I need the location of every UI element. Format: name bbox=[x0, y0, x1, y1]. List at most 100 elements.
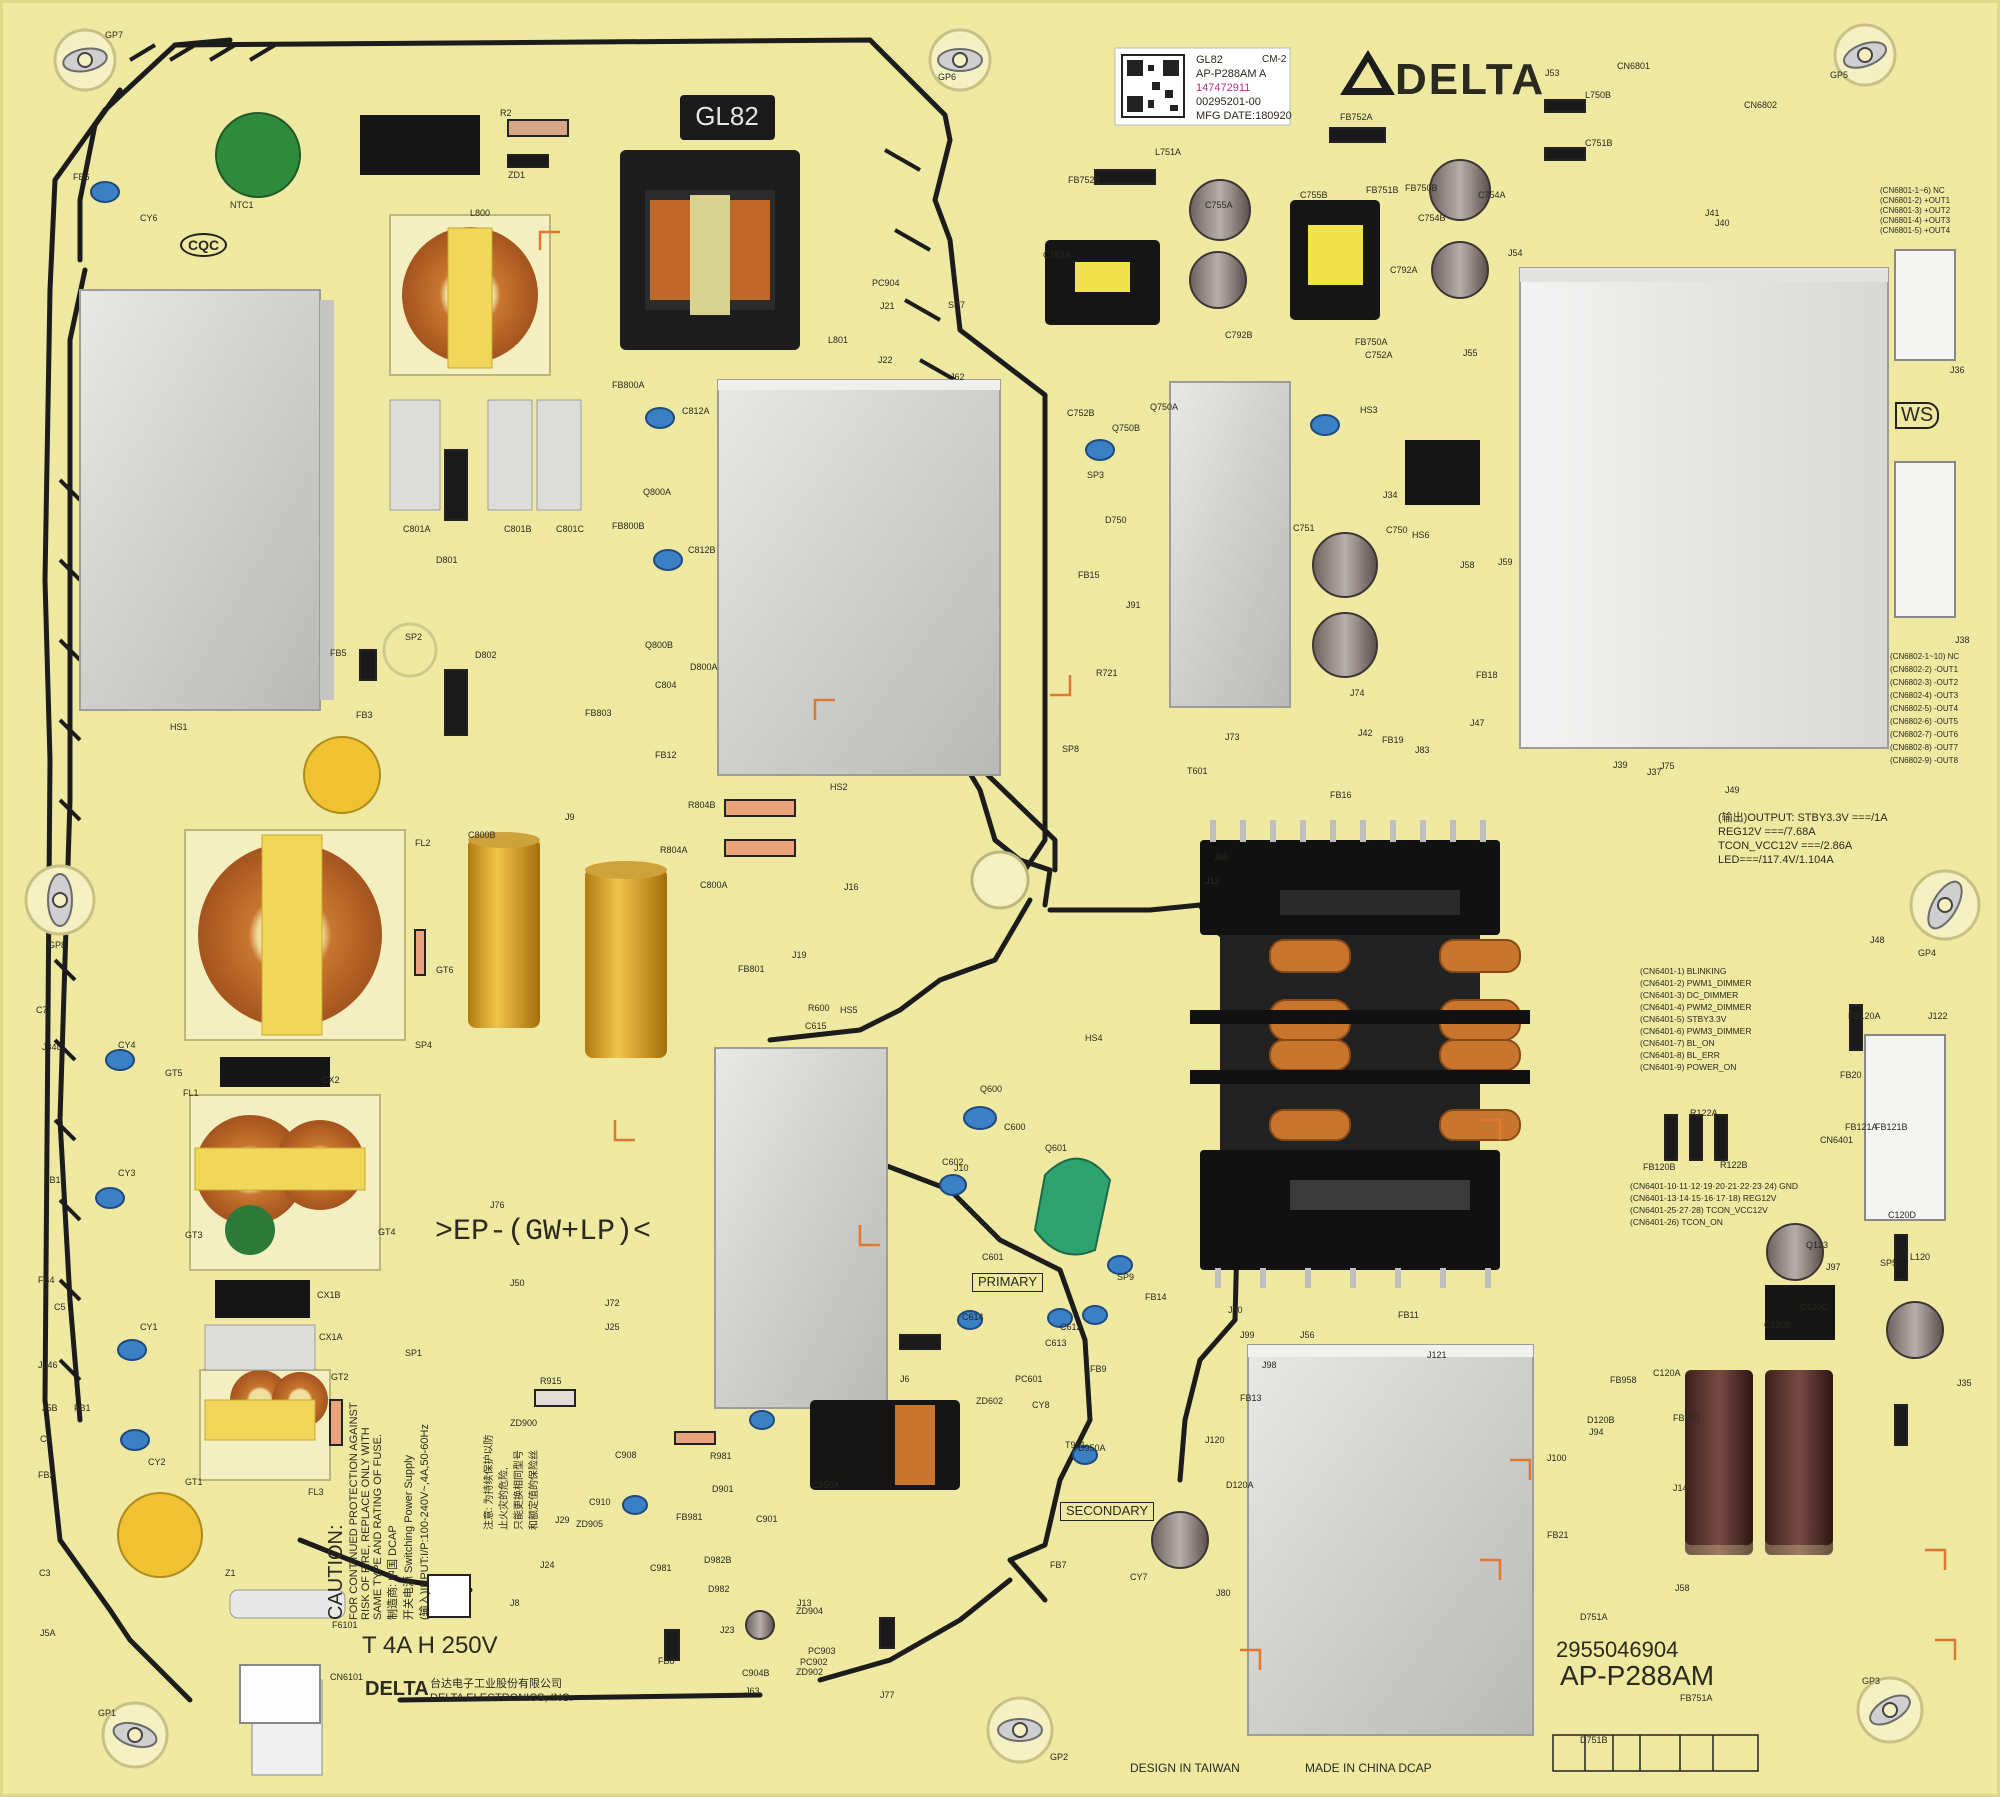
output-spec-line: TCON_VCC12V ===/2.86A bbox=[1718, 840, 1853, 852]
cn6401-pin: (CN6401-5) STBY3.3V bbox=[1640, 1014, 1727, 1024]
refdes-label: SP7 bbox=[948, 300, 966, 310]
cn6401-pin: (CN6401-4) PWM2_DIMMER bbox=[1640, 1002, 1752, 1012]
refdes-label: J75 bbox=[1660, 761, 1675, 771]
cn6802-pin: (CN6802-1~10) NC bbox=[1890, 652, 1960, 661]
standby-transformer: GL82 bbox=[620, 95, 800, 350]
refdes-label: J12 bbox=[1205, 876, 1220, 886]
ep-label: >EP-(GW+LP)< bbox=[435, 1215, 652, 1249]
refdes-label: C981 bbox=[650, 1563, 672, 1573]
refdes-label: J55 bbox=[1463, 348, 1478, 358]
ws-mark: WS bbox=[1895, 402, 1940, 429]
refdes-label: FB751B bbox=[1366, 185, 1399, 195]
refdes-label: Q800B bbox=[645, 640, 674, 650]
refdes-label: SP1 bbox=[405, 1348, 423, 1358]
brand-logo-text: DELTA bbox=[1395, 55, 1546, 104]
refdes-label: FB750B bbox=[1405, 183, 1438, 193]
refdes-label: J348 bbox=[42, 1042, 62, 1052]
cn6801-pin-list: (CN6801-1~6) NC(CN6801-2) +OUT1(CN6801-3… bbox=[1880, 186, 1950, 236]
input-chokes bbox=[184, 214, 551, 1481]
refdes-label: FB3 bbox=[356, 710, 373, 720]
cn6401-pin: (CN6401-10·11·12·19·20·21·22·23·24) GND bbox=[1630, 1181, 1799, 1191]
refdes-label: FB121B bbox=[1875, 1122, 1908, 1132]
refdes-label: Q600 bbox=[980, 1084, 1003, 1094]
refdes-label: FB751A bbox=[1680, 1693, 1713, 1703]
refdes-label: FB752B bbox=[1068, 175, 1101, 185]
refdes-label: FB803 bbox=[585, 708, 612, 718]
heatsink-output bbox=[1519, 267, 1889, 749]
refdes-label: J59 bbox=[1498, 557, 1513, 567]
refdes-label: FB1 bbox=[74, 1403, 91, 1413]
refdes-label: J25 bbox=[605, 1322, 620, 1332]
cn6802-pin: (CN6802-2) -OUT1 bbox=[1890, 665, 1959, 674]
output-spec-line: (输出)OUTPUT: STBY3.3V ===/1A bbox=[1718, 812, 1888, 824]
refdes-label: FB2 bbox=[38, 1470, 55, 1480]
power-resistors bbox=[204, 115, 582, 1371]
refdes-label: R600 bbox=[808, 1003, 830, 1013]
refdes-label: SP3 bbox=[1087, 470, 1105, 480]
cn6801-pin: (CN6801-3) +OUT2 bbox=[1880, 206, 1951, 215]
refdes-label: C751B bbox=[1585, 138, 1613, 148]
heatsinks bbox=[79, 267, 1889, 1736]
refdes-label: J22 bbox=[878, 355, 893, 365]
sticker-lot: 00295201-00 bbox=[1196, 96, 1261, 108]
refdes-label: R122A bbox=[1690, 1108, 1718, 1118]
refdes-label: C7 bbox=[36, 1005, 48, 1015]
cn6401-pin: (CN6401-3) DC_DIMMER bbox=[1640, 990, 1739, 1000]
refdes-label: C755B bbox=[1300, 190, 1328, 200]
refdes-label: CY1 bbox=[140, 1322, 158, 1332]
refdes-label: R981 bbox=[710, 1451, 732, 1461]
refdes-label: GT2 bbox=[331, 1372, 349, 1382]
refdes-label: T901 bbox=[1065, 1440, 1086, 1450]
refdes-label: J53 bbox=[1545, 68, 1560, 78]
refdes-label: FB15 bbox=[1078, 570, 1100, 580]
refdes-label: CY3 bbox=[118, 1168, 136, 1178]
heatsink-hs5 bbox=[714, 1047, 888, 1409]
refdes-label: R915 bbox=[540, 1376, 562, 1386]
refdes-label: GT4 bbox=[378, 1227, 396, 1237]
fuse-rating: T 4A H 250V bbox=[362, 1632, 498, 1659]
refdes-label: R721 bbox=[1096, 668, 1118, 678]
refdes-label: FB5 bbox=[330, 648, 347, 658]
design-note: DESIGN IN TAIWAN bbox=[1130, 1761, 1240, 1775]
cn6401-pin: (CN6401-8) BL_ERR bbox=[1640, 1050, 1720, 1060]
refdes-label: C754A bbox=[1478, 190, 1506, 200]
cn6801-pin: (CN6801-5) +OUT4 bbox=[1880, 226, 1951, 235]
refdes-label: J50 bbox=[510, 1278, 525, 1288]
sticker-part: AP-P288AM A bbox=[1196, 68, 1267, 80]
refdes-label: J42 bbox=[1358, 728, 1373, 738]
caution-cn-line: 注意: 为持续保护以防 bbox=[484, 1434, 495, 1530]
refdes-label: J5A bbox=[40, 1628, 56, 1638]
refdes-label: J76 bbox=[490, 1200, 505, 1210]
refdes-label: HS6 bbox=[1412, 530, 1430, 540]
refdes-label: C120A bbox=[1653, 1368, 1681, 1378]
cn6401-pin: (CN6401-25·27·28) TCON_VCC12V bbox=[1630, 1205, 1768, 1215]
refdes-label: J83 bbox=[1415, 745, 1430, 755]
refdes-label: D120B bbox=[1587, 1415, 1615, 1425]
refdes-label: CY6 bbox=[140, 213, 158, 223]
refdes-label: J21 bbox=[880, 301, 895, 311]
refdes-label: F6101 bbox=[332, 1620, 358, 1630]
refdes-label: GT5 bbox=[165, 1068, 183, 1078]
refdes-label: GP3 bbox=[1862, 1676, 1881, 1686]
made-note: MADE IN CHINA DCAP bbox=[1305, 1761, 1432, 1775]
refdes-label: FB958 bbox=[1610, 1375, 1637, 1385]
refdes-label: J56 bbox=[1300, 1330, 1315, 1340]
refdes-label: SP9 bbox=[1117, 1272, 1135, 1282]
refdes-label: HS5 bbox=[840, 1005, 858, 1015]
svg-text:GL82: GL82 bbox=[695, 101, 759, 131]
refdes-label: GT3 bbox=[185, 1230, 203, 1240]
refdes-label: CY4 bbox=[118, 1040, 136, 1050]
refdes-label: D982 bbox=[708, 1584, 730, 1594]
refdes-label: C4 bbox=[40, 1434, 52, 1444]
cn6401-pin: (CN6401-7) BL_ON bbox=[1640, 1038, 1715, 1048]
refdes-label: C612 bbox=[1060, 1322, 1082, 1332]
cn6802-pin: (CN6802-4) -OUT3 bbox=[1890, 691, 1959, 700]
refdes-label: FB20 bbox=[1840, 1070, 1862, 1080]
refdes-label: J100 bbox=[1547, 1453, 1567, 1463]
cn6401-pin: (CN6401-6) PWM3_DIMMER bbox=[1640, 1026, 1752, 1036]
refdes-label: FB14 bbox=[1145, 1292, 1167, 1302]
refdes-label: ZD1 bbox=[508, 170, 526, 180]
refdes-label: J14 bbox=[1673, 1483, 1688, 1493]
cn6401-pin: (CN6401-2) PWM1_DIMMER bbox=[1640, 978, 1752, 988]
